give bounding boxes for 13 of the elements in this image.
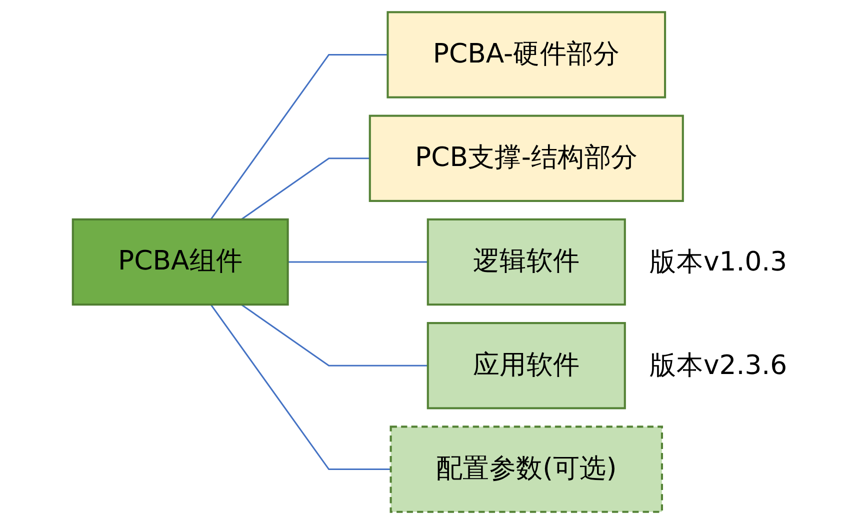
process-box: 应用软件 — [426, 322, 626, 410]
connector-line — [210, 54, 388, 220]
connector-line — [210, 304, 391, 470]
version-label: 版本v1.0.3 — [650, 246, 788, 278]
process-box: PCB支撑-结构部分 — [368, 114, 684, 202]
connector-line — [240, 304, 428, 366]
process-box: 配置参数(可选) — [390, 426, 663, 513]
process-box: PCBA-硬件部分 — [386, 11, 666, 98]
connector-line — [240, 158, 370, 220]
connector-line — [288, 261, 428, 263]
process-box: 逻辑软件 — [426, 218, 626, 306]
version-label: 版本v2.3.6 — [650, 350, 788, 382]
process-box: PCBA组件 — [72, 218, 289, 306]
